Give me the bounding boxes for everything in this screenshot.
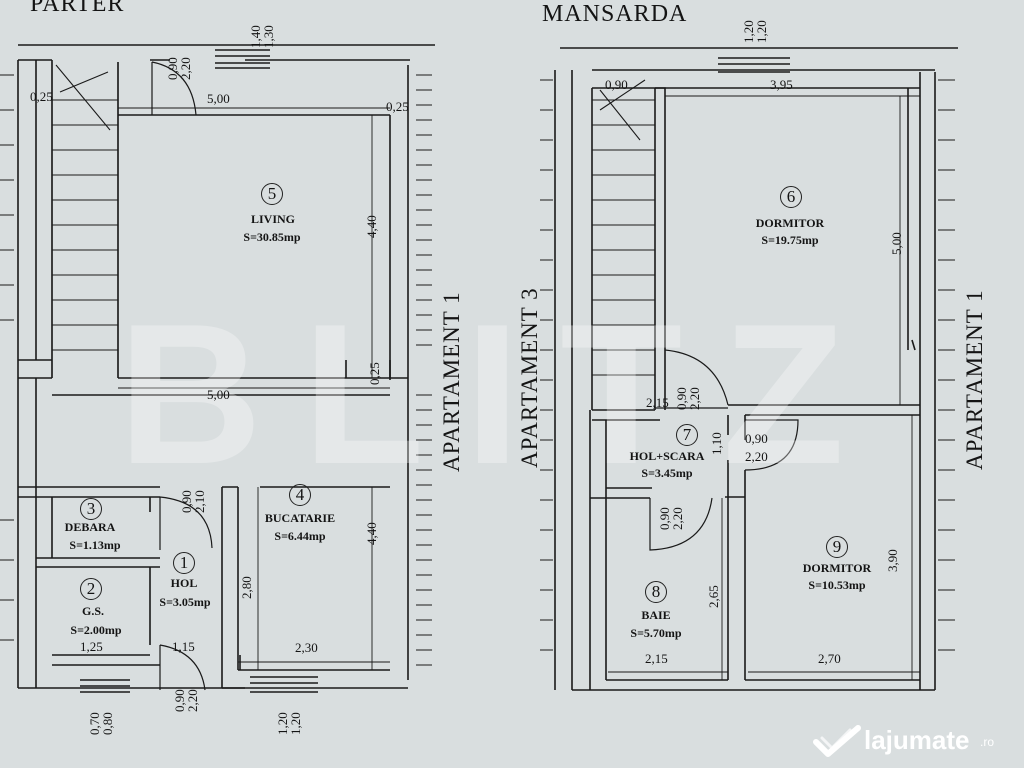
attic-stairs <box>592 79 655 376</box>
watermark: BLITZ <box>118 283 885 506</box>
dim-small-bedroom-door: 0,90 2,20 <box>745 431 768 464</box>
dim-bath-door: 0,90 2,20 <box>172 689 200 712</box>
attic-floor-title: MANSARDA <box>542 1 688 27</box>
room-1-circle <box>173 552 195 574</box>
dim-ground-mid-wall: 0,25 <box>367 362 382 385</box>
room-1-area: S=3.05mp <box>159 595 211 609</box>
dim-bedroom-width: 3,95 <box>770 77 793 92</box>
room-2-area: S=2.00mp <box>70 623 122 637</box>
room-9-number: 9 <box>832 537 842 556</box>
ground-floor-title: PARTER <box>30 0 125 17</box>
dim-attic-stair-landing: 2,15 <box>646 395 669 410</box>
room-7-circle <box>676 424 698 446</box>
dim-small-bedroom-width: 2,70 <box>818 651 841 666</box>
room-3-area: S=1.13mp <box>69 538 121 552</box>
room-8-circle <box>645 581 667 603</box>
room-6-circle <box>780 186 802 208</box>
room-7-name: HOL+SCARA <box>629 449 705 463</box>
room-6-number: 6 <box>786 187 796 206</box>
room-7-number: 7 <box>682 425 692 444</box>
dim-living-height: 4,40 <box>364 215 379 238</box>
room-1-number: 1 <box>179 553 189 572</box>
room-9-circle <box>826 536 848 558</box>
attic-doors <box>649 349 799 551</box>
dim-attic-hall-door: 0,90 2,20 <box>674 387 702 410</box>
dim-kitchen-width: 2,30 <box>295 640 318 655</box>
dim-storage-door: 0,90 2,10 <box>179 490 207 513</box>
neighbor-label-right-ground: APARTAMENT 1 <box>439 291 464 472</box>
room-5-area: S=30.85mp <box>243 230 301 244</box>
dim-bath-width: 1,25 <box>80 639 103 654</box>
room-9-name: DORMITOR <box>802 561 872 575</box>
room-2-name: G.S. <box>81 604 104 618</box>
dim-ground-right-wall: 0,25 <box>386 99 409 114</box>
room-6-area: S=19.75mp <box>761 233 819 247</box>
dim-small-bedroom-height: 3,90 <box>885 549 900 572</box>
ground-stairs <box>51 62 119 378</box>
heart-check-icon <box>813 725 861 757</box>
room-3-name: DEBARA <box>64 520 116 534</box>
room-5-circle <box>261 183 283 205</box>
dim-bedroom-height: 5,00 <box>889 232 904 255</box>
dim-entry-door: 0,90 2,20 <box>165 57 193 80</box>
dim-attic-stair-width: 0,90 <box>605 77 628 92</box>
dim-bathroom-height: 2,65 <box>706 585 721 608</box>
dim-hall-width: 1,15 <box>172 639 195 654</box>
dim-kitchen-height: 4,40 <box>364 522 379 545</box>
room-7-area: S=3.45mp <box>641 466 693 480</box>
site-logo: lajumate .ro <box>812 720 1012 760</box>
neighbor-label-left-attic: APARTAMENT 3 <box>517 287 542 468</box>
dim-hall-height: 2,80 <box>239 576 254 599</box>
ground-walls-right <box>0 74 432 666</box>
room-4-circle <box>289 484 311 506</box>
ground-doors <box>151 61 213 691</box>
dim-bathroom-door: 0,90 2,20 <box>657 507 685 530</box>
logo-tld: .ro <box>980 735 995 749</box>
room-4-area: S=6.44mp <box>274 529 326 543</box>
room-5-name: LIVING <box>250 212 295 226</box>
room-6-name: DORMITOR <box>755 216 825 230</box>
dim-living-width: 5,00 <box>207 91 230 106</box>
dim-attic-hall-depth: 1,10 <box>709 432 724 455</box>
room-4-name: BUCATARIE <box>264 511 336 525</box>
neighbor-label-right-attic: APARTAMENT 1 <box>962 289 987 470</box>
dim-kitchen-window: 1,20 1,20 <box>275 712 303 735</box>
room-8-area: S=5.70mp <box>630 626 682 640</box>
room-5-number: 5 <box>267 184 277 203</box>
dim-ground-left-wall: 0,25 <box>30 89 53 104</box>
dim-small-window: 0,70 0,80 <box>87 712 115 735</box>
dim-attic-window: 1,20 1,20 <box>741 20 769 43</box>
room-1-name: HOL <box>170 576 198 590</box>
room-2-number: 2 <box>86 579 96 598</box>
room-8-number: 8 <box>651 582 661 601</box>
room-4-number: 4 <box>295 485 305 504</box>
dim-bathroom-width: 2,15 <box>645 651 668 666</box>
room-2-circle <box>80 578 102 600</box>
room-9-area: S=10.53mp <box>808 578 866 592</box>
room-8-name: BAIE <box>641 608 671 622</box>
dimension-lines <box>118 95 920 680</box>
attic-walls-outside <box>540 79 955 651</box>
room-3-number: 3 <box>86 499 96 518</box>
attic-walls <box>554 47 958 691</box>
room-3-circle <box>80 498 102 520</box>
logo-text: lajumate <box>864 725 970 755</box>
dim-ground-window-top: 1,40 1,30 <box>248 25 276 48</box>
dim-ground-mid-width: 5,00 <box>207 387 230 402</box>
